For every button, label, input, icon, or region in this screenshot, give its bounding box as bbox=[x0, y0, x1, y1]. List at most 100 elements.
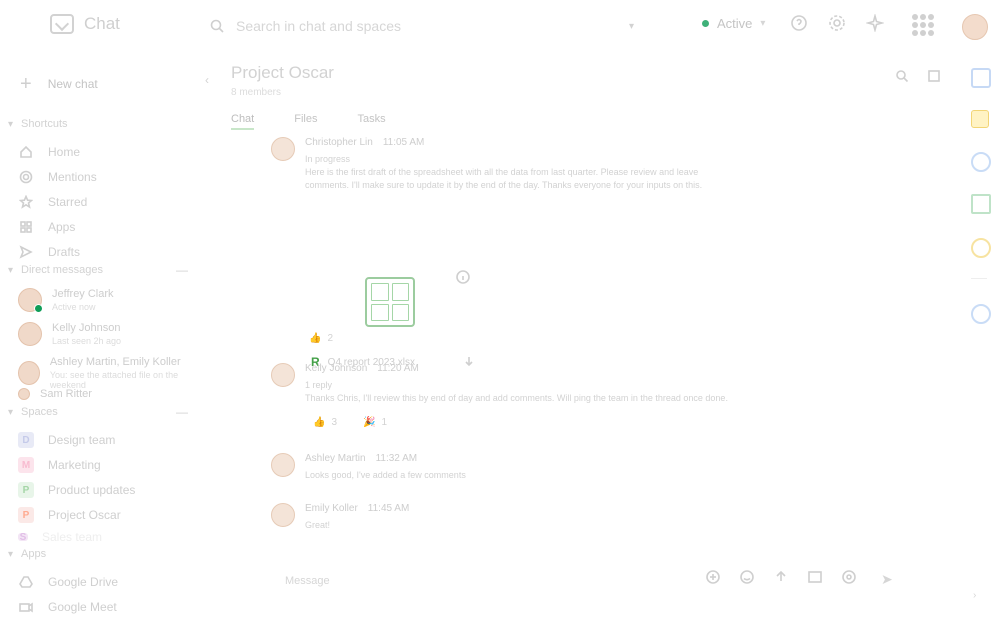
sidebar-item-label: Home bbox=[48, 145, 81, 159]
dm-preview: Active now bbox=[52, 302, 96, 312]
apps-icon bbox=[18, 219, 34, 235]
maps-icon[interactable] bbox=[971, 238, 991, 258]
chevron-down-icon: ▾ bbox=[8, 406, 14, 418]
apps-grid-icon[interactable] bbox=[912, 14, 934, 36]
app-logo[interactable]: Chat bbox=[50, 14, 120, 34]
search-input[interactable]: Search in chat and spaces bbox=[236, 18, 401, 34]
sidebar-item-home[interactable]: Home bbox=[18, 144, 80, 160]
apps-header[interactable]: ▾ Apps bbox=[8, 548, 46, 560]
status-selector[interactable]: Active ▾ bbox=[702, 16, 765, 31]
search-bar[interactable]: Search in chat and spaces ▾ bbox=[210, 14, 640, 38]
chevron-down-icon: ▾ bbox=[8, 264, 14, 276]
reaction-emoji: 👍 bbox=[309, 333, 322, 344]
sidebar-item-label: Mentions bbox=[48, 170, 97, 184]
page-title[interactable]: Project Oscar bbox=[231, 63, 334, 82]
app-name: Chat bbox=[84, 14, 120, 33]
file-attachment[interactable]: R Q4 report 2023.xlsx bbox=[311, 355, 475, 369]
sidebar-item-space[interactable]: M Marketing bbox=[18, 457, 101, 473]
sidebar-item-space[interactable]: P Product updates bbox=[18, 482, 135, 498]
shortcuts-header[interactable]: ▾ Shortcuts bbox=[8, 118, 68, 130]
member-count[interactable]: 8 members bbox=[231, 87, 282, 98]
tab-chat[interactable]: Chat bbox=[231, 113, 255, 130]
space-avatar: P bbox=[18, 507, 34, 523]
sidebar-item-label: Drafts bbox=[48, 245, 81, 259]
reaction-chip[interactable]: 👍 3 bbox=[313, 417, 337, 428]
video-icon[interactable] bbox=[841, 569, 857, 585]
dm-name: Jeffrey Clark bbox=[52, 288, 114, 300]
send-icon[interactable]: ➤ bbox=[881, 571, 893, 587]
spreadsheet-preview[interactable] bbox=[365, 277, 415, 327]
sidebar-item-apps[interactable]: Apps bbox=[18, 219, 75, 235]
contacts-icon[interactable] bbox=[971, 194, 991, 214]
calendar-icon[interactable] bbox=[971, 68, 991, 88]
tab-files[interactable]: Files bbox=[294, 113, 318, 125]
sidebar-item-mentions[interactable]: Mentions bbox=[18, 169, 97, 185]
dm-preview: Last seen 2h ago bbox=[52, 336, 122, 346]
more-icon[interactable]: — bbox=[176, 405, 188, 419]
sidebar-item-starred[interactable]: Starred bbox=[18, 194, 87, 210]
tasks-icon[interactable] bbox=[971, 152, 991, 172]
top-bar: Chat Search in chat and spaces ▾ Active … bbox=[0, 0, 1000, 50]
add-icon[interactable] bbox=[705, 569, 721, 585]
chevron-right-icon[interactable]: › bbox=[973, 590, 977, 601]
message-header: Kelly Johnson 11:20 AM bbox=[305, 363, 419, 374]
message-body: Looks good, I've added a few comments bbox=[305, 469, 466, 482]
sidebar-item-label: Google Drive bbox=[48, 575, 119, 589]
keep-icon[interactable] bbox=[971, 110, 989, 128]
dm-item[interactable]: Kelly Johnson Last seen 2h ago bbox=[18, 322, 121, 346]
account-avatar[interactable] bbox=[962, 14, 988, 40]
message-line: Thanks Chris, I'll review this by end of… bbox=[305, 393, 728, 403]
chevron-left-icon[interactable]: ‹ bbox=[205, 73, 209, 87]
dm-item[interactable]: Ashley Martin, Emily Koller You: see the… bbox=[18, 356, 200, 390]
message-input[interactable]: Message bbox=[285, 567, 905, 595]
message-time: 11:32 AM bbox=[375, 453, 418, 464]
drive-icon bbox=[18, 574, 34, 590]
sidebar-item-space[interactable]: S Sales team bbox=[18, 530, 102, 544]
section-title: Apps bbox=[21, 548, 47, 560]
sidebar-item-label: Google Meet bbox=[48, 600, 117, 614]
dm-item[interactable]: Sam Ritter bbox=[18, 388, 92, 400]
thread-label[interactable]: 1 reply bbox=[305, 380, 333, 390]
settings-icon[interactable] bbox=[828, 14, 846, 32]
message-line: comments. I'll make sure to update it by… bbox=[305, 180, 703, 190]
tab-bar: Chat Files Tasks bbox=[231, 113, 386, 130]
more-icon[interactable]: — bbox=[176, 263, 188, 277]
upload-icon[interactable] bbox=[773, 569, 789, 585]
main-panel: ‹ Project Oscar 8 members Chat Files Tas… bbox=[205, 55, 965, 625]
star-icon bbox=[18, 194, 34, 210]
dm-header[interactable]: ▾ Direct messages — bbox=[8, 263, 188, 277]
reaction-chip[interactable]: 🎉 1 bbox=[363, 417, 387, 428]
sidebar-item-label: Marketing bbox=[48, 458, 101, 472]
sidebar-item-drafts[interactable]: Drafts bbox=[18, 244, 80, 260]
search-icon[interactable] bbox=[895, 69, 909, 83]
message-header: Ashley Martin 11:32 AM bbox=[305, 453, 417, 464]
sidebar-item-space[interactable]: D Design team bbox=[18, 432, 115, 448]
composer-placeholder: Message bbox=[285, 575, 330, 587]
sparkle-icon[interactable] bbox=[866, 14, 884, 32]
sidebar-item-label: Product updates bbox=[48, 483, 136, 497]
new-chat-button[interactable]: + New chat bbox=[20, 74, 98, 94]
expand-icon[interactable] bbox=[927, 69, 941, 83]
add-icon[interactable] bbox=[971, 304, 991, 324]
search-options-icon[interactable]: ▾ bbox=[628, 20, 634, 32]
dm-item[interactable]: Jeffrey Clark Active now bbox=[18, 288, 114, 313]
message-line: Here is the first draft of the spreadshe… bbox=[305, 167, 699, 177]
emoji-icon[interactable] bbox=[739, 569, 755, 585]
dm-name: Kelly Johnson bbox=[52, 322, 121, 334]
help-icon[interactable] bbox=[790, 14, 808, 32]
info-icon[interactable] bbox=[455, 269, 471, 285]
spaces-header[interactable]: ▾ Spaces — bbox=[8, 405, 188, 419]
drive-icon[interactable] bbox=[807, 569, 823, 585]
sidebar-item-space-active[interactable]: P Project Oscar bbox=[18, 507, 121, 523]
tab-tasks[interactable]: Tasks bbox=[357, 113, 386, 125]
space-avatar: D bbox=[18, 432, 34, 448]
message-time: 11:05 AM bbox=[382, 137, 425, 148]
reaction-chip[interactable]: 👍 2 bbox=[309, 333, 333, 344]
download-icon[interactable] bbox=[463, 356, 475, 368]
sidebar-item-app[interactable]: Google Meet bbox=[18, 599, 117, 615]
video-icon bbox=[18, 599, 34, 615]
thread-label[interactable]: In progress bbox=[305, 154, 351, 164]
reaction-count: 1 bbox=[381, 417, 388, 428]
new-chat-label: New chat bbox=[47, 77, 98, 91]
sidebar-item-app[interactable]: Google Drive bbox=[18, 574, 118, 590]
